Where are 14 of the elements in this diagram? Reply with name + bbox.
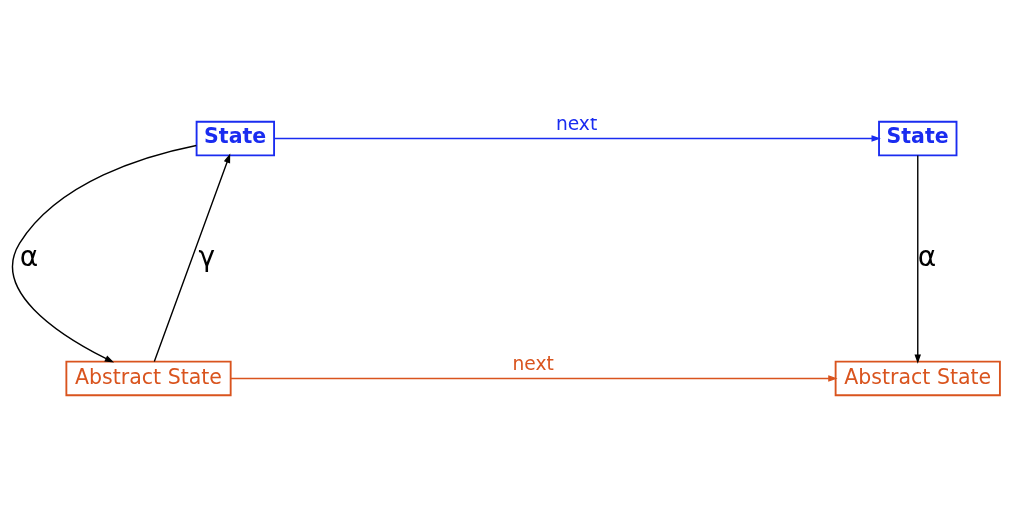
edge-label: γ — [198, 239, 216, 272]
edge-label: α — [19, 239, 39, 272]
arrow — [11, 144, 197, 363]
edge-label: next — [555, 112, 598, 134]
arrow — [273, 134, 881, 142]
edge-label: α — [917, 239, 937, 272]
edge-label: next — [512, 352, 554, 374]
arrow — [914, 154, 922, 364]
arrow — [153, 152, 231, 362]
node-box: Abstract State — [65, 360, 232, 396]
arrow — [230, 374, 838, 382]
node-box: State — [878, 120, 958, 156]
node-box: State — [195, 120, 275, 156]
node-box: Abstract State — [834, 360, 1001, 396]
